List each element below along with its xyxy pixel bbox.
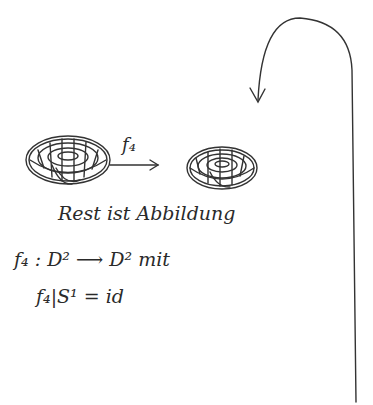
torus-drawing — [26, 136, 110, 184]
note-text: f₄|S¹ = id — [36, 285, 124, 308]
map-arrow — [110, 160, 158, 170]
map-label: f₄ — [122, 134, 136, 156]
curved-arrow — [250, 18, 356, 402]
note-text: f₄ : D² ⟶ D² mit — [14, 248, 170, 271]
torus-drawing — [187, 147, 257, 189]
note-text: Rest ist Abbildung — [58, 202, 235, 225]
